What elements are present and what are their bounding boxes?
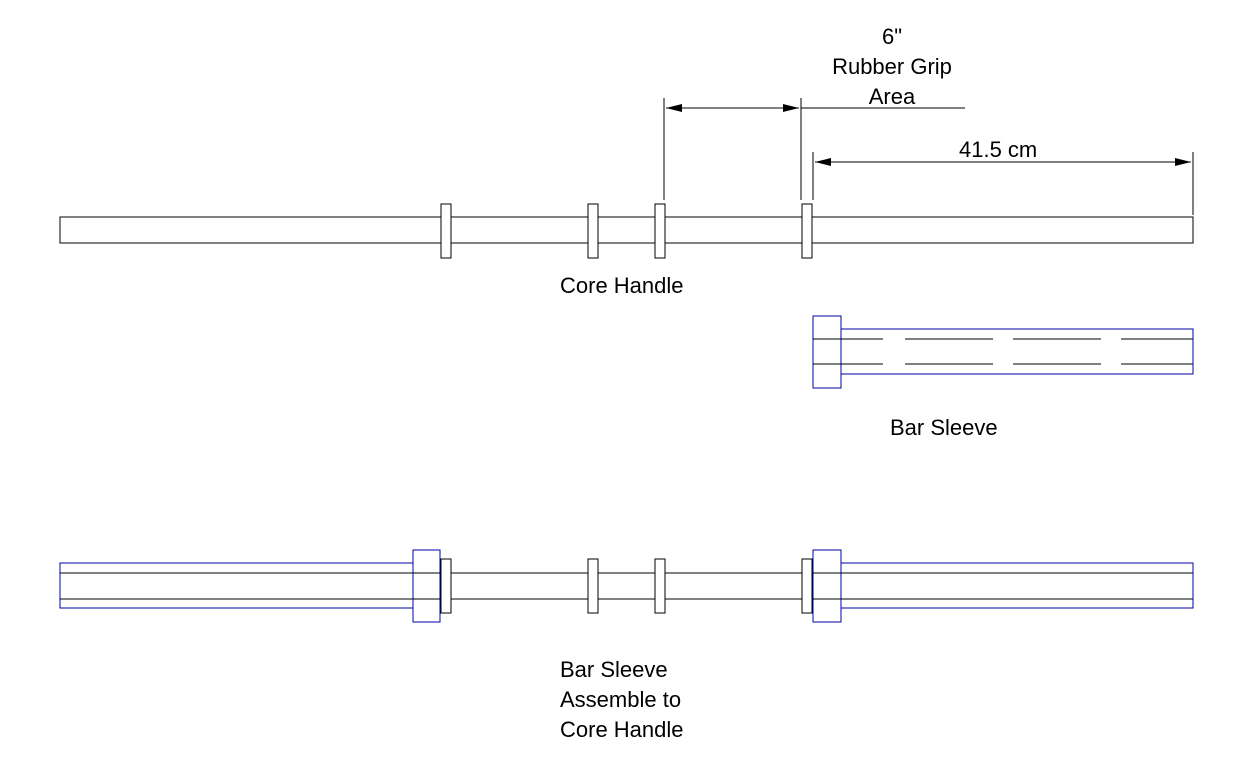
core-handle-label: Core Handle [560,273,684,298]
assembly-label-line-2: Assemble to [560,687,682,712]
assembly-drawing [59,549,1194,623]
bar-sleeve-label: Bar Sleeve [890,415,998,440]
core-handle-shaft [59,216,1194,244]
sleeve-length-label: 41.5 cm [959,137,1038,162]
bar-sleeve-tube [840,328,1194,375]
assembly-collar-4 [801,558,813,614]
assembly-left-flange [412,549,441,623]
grip-dimension-label: 6" Rubber Grip Area [812,22,972,112]
core-handle-collar-3 [654,203,666,259]
assembly-label: Bar Sleeve Assemble to Core Handle [560,655,684,745]
grip-dimension-value: 6" [881,24,903,49]
assembly-collar-2 [587,558,599,614]
assembly-left-sleeve [59,562,414,609]
assembly-right-flange [812,549,842,623]
sleeve-length-dimension [812,152,1194,215]
bar-sleeve-drawing [812,315,1194,389]
bar-sleeve-flange [812,315,842,389]
core-handle-collar-1 [440,203,452,259]
core-handle-drawing [59,203,1194,259]
assembly-label-line-3: Core Handle [560,717,684,742]
assembly-collar-1 [440,558,452,614]
grip-area-dimension [663,98,965,200]
assembly-collar-3 [654,558,666,614]
grip-dimension-text-2: Area [868,84,916,109]
core-handle-collar-4 [801,203,813,259]
assembly-right-sleeve [840,562,1194,609]
core-handle-collar-2 [587,203,599,259]
grip-dimension-text: Rubber Grip [832,54,952,79]
assembly-label-line-1: Bar Sleeve [560,657,668,682]
